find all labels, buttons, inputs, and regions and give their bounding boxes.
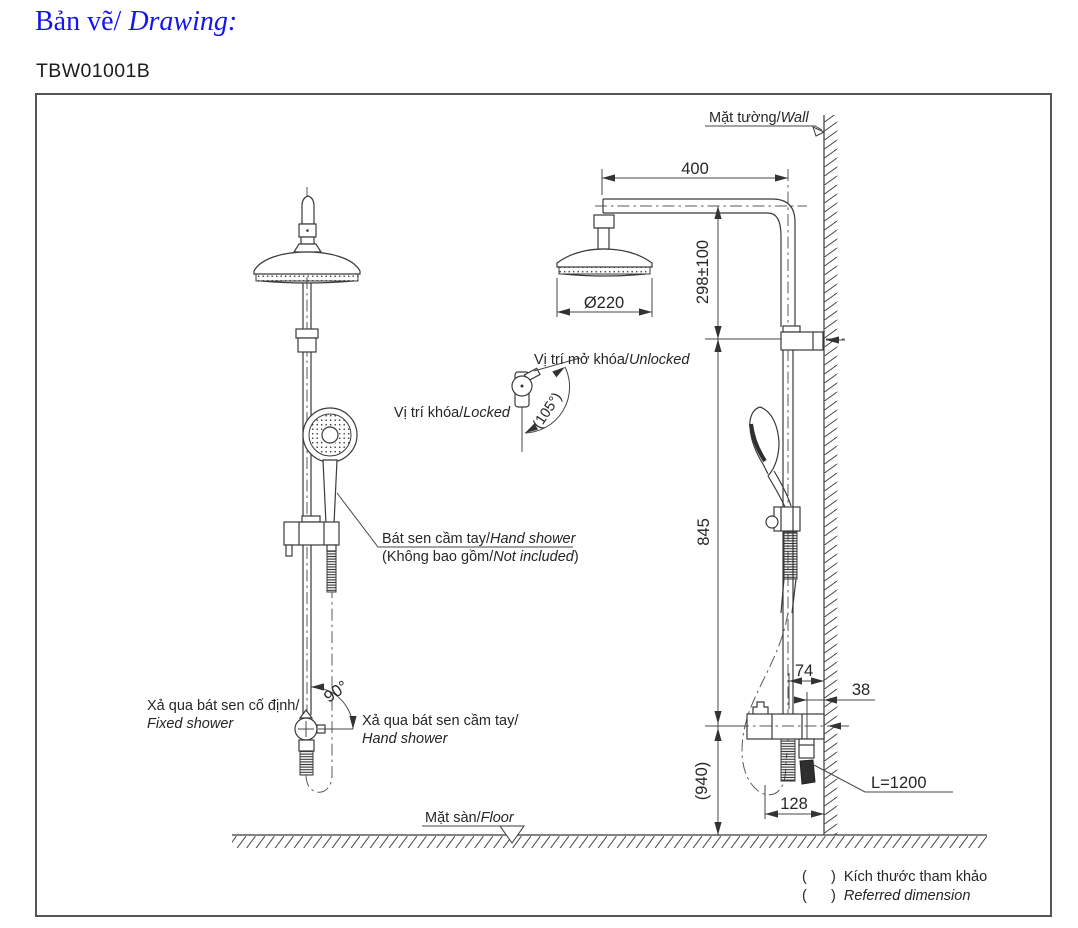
hand-shower-callout: Bát sen cầm tay/Hand shower (Không bao g… [336,492,579,565]
unlock-angle-value: (105°) [530,390,565,432]
dim-mixer-width: 128 [780,795,808,813]
hand-outlet-label-en: Hand shower [362,731,449,747]
wall-leader-arrow [812,126,826,137]
referred-dimension-legend: ( )Kích thước tham khảo ( )Referred dime… [802,869,987,904]
side-view [556,169,849,796]
dim-arm-length: 400 [681,160,709,178]
page-title-vn: Bản vẽ/ [35,6,122,37]
locked-label: Vị trí khóa/Locked [394,405,511,421]
fixed-outlet-label-en: Fixed shower [147,716,234,732]
wall-section: Mặt tường/Wall [705,110,838,835]
unlocked-label: Vị trí mở khóa/Unlocked [534,352,690,368]
floor-level-symbol [499,825,525,844]
legend-line-en: ( )Referred dimension [802,888,970,904]
dimension-annotations: 400 Ø220 298±100 845 (940) 74 3 [556,160,953,835]
dim-arm-height: 298±100 [694,240,712,304]
hand-outlet-label-vn: Xả qua bát sen cầm tay/ [362,713,519,729]
hand-shower-callout-line1: Bát sen cầm tay/Hand shower [382,531,577,547]
dim-mixer-height: (940) [693,762,711,801]
dim-outlet-offset: 38 [852,681,870,699]
front-view: 90° Bát sen cầm tay/Hand shower (Không b… [147,187,579,793]
page-title-en: Drawing: [121,6,238,37]
page-title: Bản vẽ/ Drawing: [35,6,237,38]
floor-label: Mặt sàn/Floor [425,810,515,826]
floor-section: Mặt sàn/Floor [232,810,987,848]
technical-drawing: Mặt tường/Wall Mặt sàn/Floor [147,110,987,904]
wall-label: Mặt tường/Wall [709,110,809,126]
diverter-angle-annotation: 90° [310,677,357,730]
model-code: TBW01001B [36,60,151,82]
dim-wall-offset: 74 [795,662,813,680]
dim-hose-length: L=1200 [871,774,927,792]
hand-shower-callout-line2: (Không bao gồm/Not included) [382,549,579,565]
diverter-angle-value: 90° [321,677,352,706]
legend-line-vn: ( )Kích thước tham khảo [802,869,987,885]
unlock-detail: Vị trí mở khóa/Unlocked Vị trí khóa/Lock… [394,352,690,452]
fixed-outlet-label-vn: Xả qua bát sen cố định/ [147,698,300,714]
dim-head-diameter: Ø220 [584,294,624,312]
dim-bar-length: 845 [695,518,713,546]
drawing-frame: Mặt tường/Wall Mặt sàn/Floor [35,93,1052,917]
